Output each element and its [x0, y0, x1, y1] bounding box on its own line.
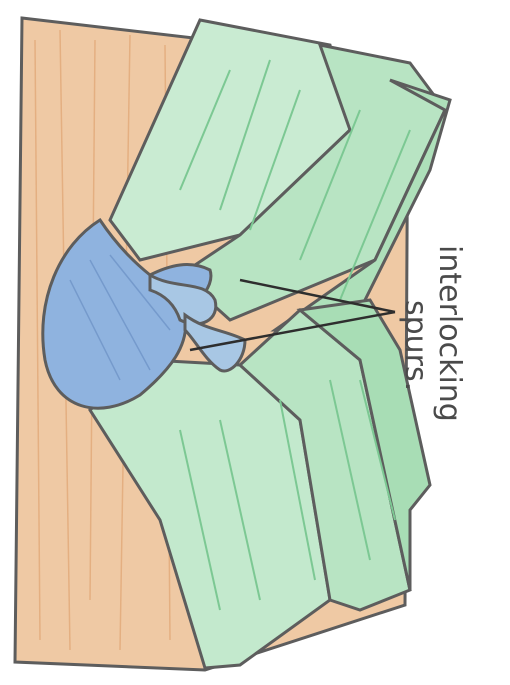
annotation-line-2: spurs.	[398, 300, 433, 391]
annotation-line-1: interlocking	[432, 245, 467, 422]
